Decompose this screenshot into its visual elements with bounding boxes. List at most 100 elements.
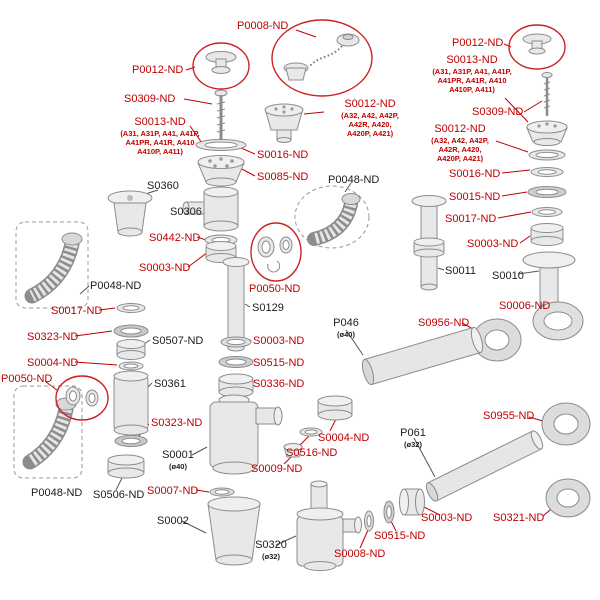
washer-s0016-right [530,167,564,177]
part-label-s0515-center: S0515-ND [253,357,305,369]
part-label-s0012-right: S0012-ND(A32, A42, A42P,A42R, A420,A420P… [431,123,489,164]
part-label-s0515-bottom: S0515-ND [374,530,426,542]
part-label-s0321: S0321-ND [493,512,545,524]
part-label-s0001: S0001(ø40) [162,449,194,471]
part-label-s0010: S0010 [492,270,524,282]
part-label-s0506: S0506-ND [93,489,145,501]
clip-parts-p0050-center [257,236,293,273]
nut-s0003-bottom [399,488,425,516]
washer-s0017-left [116,303,146,313]
stopper-with-chain [283,33,360,81]
drain-flange-stack-left [195,139,247,187]
clip-parts-p0050-left [65,386,99,407]
trap-body-s0361 [113,370,149,436]
screw-right [541,72,553,116]
part-label-s0003-right: S0003-ND [467,238,519,250]
part-label-s0013-left: S0013-ND(A31, A31P, A41, A41P,A41PR, A41… [120,116,200,157]
basin-plug-left [205,51,237,74]
part-label-s0003-center: S0003-ND [253,335,305,347]
flange-s0013-right [526,120,568,146]
trap-cup-s0002 [207,496,261,566]
washer-s0008 [364,510,374,532]
flanged-tube-s0011 [411,195,447,291]
washer-s0012-right [528,149,566,161]
part-label-s0013-right: S0013-ND(A31, A31P, A41, A41P,A41PR, A41… [432,54,512,95]
bottle-trap-s0320 [296,480,362,571]
basin-plug-right [522,33,552,55]
flange-s0012-top [264,103,304,143]
corrugated-elbow-topleft [24,232,83,304]
part-label-s0011: S0011 [445,265,476,277]
tailpipe-s0129 [222,257,250,352]
decor-ring-s0006 [532,301,584,341]
part-label-s0016-right: S0016-ND [449,168,501,180]
part-label-s0516: S0516-ND [286,447,338,459]
part-label-s0012-top: S0012-ND(A32, A42, A42P,A42R, A420,A420P… [341,98,399,139]
part-label-s0336: S0336-ND [253,378,305,390]
part-label-p0050-center: P0050-ND [249,283,301,295]
part-label-s0003-left: S0003-ND [139,262,191,274]
part-label-s0009: S0009-ND [251,463,303,475]
dashed-enclosures [13,185,370,479]
flange-ring-s0321 [545,478,591,518]
part-label-s0320: S0320(ø32) [255,539,287,561]
part-label-p0048-left: P0048-ND [90,280,142,292]
part-label-s0017-left: S0017-ND [51,305,103,317]
wall-pipe-p046 [361,326,484,386]
part-label-p0012-right: P0012-ND [452,37,504,49]
washer-s0515-bottom [383,500,395,524]
part-label-s0003-bottom: S0003-ND [421,512,473,524]
part-label-s0955: S0955-ND [483,410,535,422]
part-label-s0017-right: S0017-ND [445,213,497,225]
nut-under-s0442 [205,241,237,263]
part-label-s0360: S0360 [147,180,179,192]
cap-s0507 [116,339,146,360]
part-label-s0006: S0006-ND [499,300,551,312]
part-label-s0323-center: S0323-ND [151,417,203,429]
drain-s0360 [107,190,153,237]
part-label-s0085: S0085-ND [257,171,309,183]
flange-ring-s0955 [541,402,591,446]
part-label-p0012-left: P0012-ND [132,64,184,76]
part-label-s0956: S0956-ND [418,317,470,329]
corrugated-elbow-topcenter [307,193,361,246]
nut-s0506 [107,454,145,479]
drain-body-s0306 [182,186,239,232]
part-label-s0015: S0015-ND [449,191,501,203]
corrugated-elbow-bottomleft [22,397,77,470]
washer-s0003-center [220,336,252,348]
part-label-s0507: S0507-ND [152,335,204,347]
part-label-s0008: S0008-ND [334,548,386,560]
part-label-s0309-right: S0309-ND [472,106,524,118]
flange-ring-s0956 [472,318,522,362]
part-label-p0008: P0008-ND [237,20,289,32]
nut-s0003-right [530,223,564,246]
washer-s0515-center [218,356,254,368]
part-label-s0129: S0129 [252,302,284,314]
part-label-p046: P046(ø40) [333,317,359,339]
ring-s0323-center [114,435,148,447]
part-label-s0361: S0361 [154,378,186,390]
part-label-s0309-left: S0309-ND [124,93,176,105]
part-label-s0004-left: S0004-ND [27,357,79,369]
washer-s0007 [209,487,235,497]
part-label-s0002: S0002 [157,515,189,527]
wall-pipe-p061 [425,430,544,502]
part-label-p0048-bottomleft: P0048-ND [31,487,83,499]
washer-s0516 [299,427,323,437]
highlight-ellipses [55,19,566,421]
part-label-s0007: S0007-ND [147,485,199,497]
washer-s0004-left [118,361,144,371]
bottle-trap-s0001 [209,394,283,475]
part-label-s0004-center: S0004-ND [318,432,370,444]
nut-s0004-center [317,395,353,421]
nut-s0336 [218,373,254,398]
part-label-p0048-top: P0048-ND [328,174,380,186]
ring-s0323-left [113,324,149,338]
part-label-s0306: S0306 [170,206,202,218]
part-label-p0050-left: P0050-ND [1,373,53,385]
gasket-s0015 [527,186,567,198]
cone-washer-s0009 [283,443,303,458]
